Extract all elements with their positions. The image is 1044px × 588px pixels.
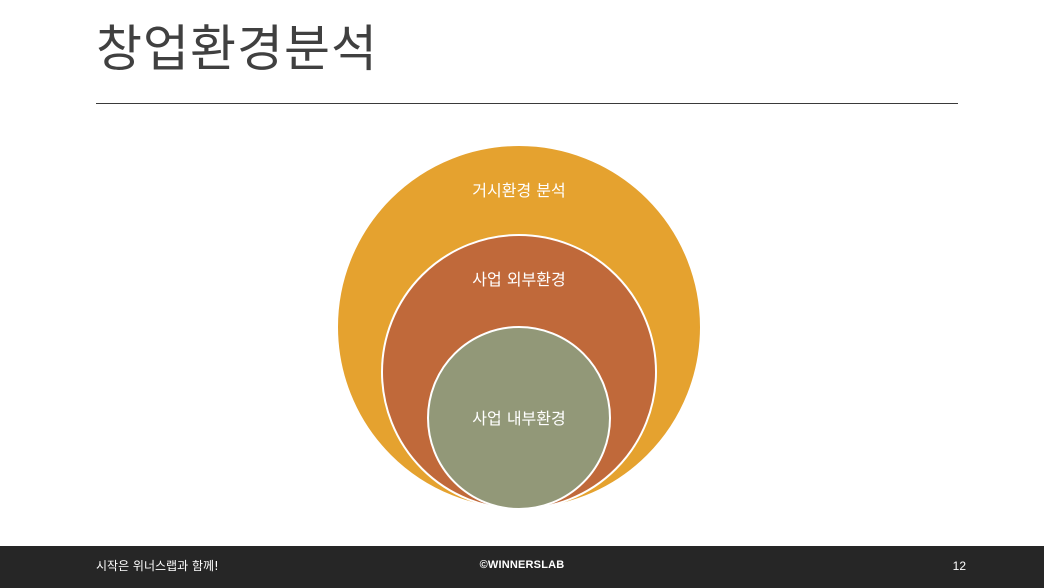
inner-circle-internal[interactable] xyxy=(427,326,611,510)
middle-circle-label: 사업 외부환경 xyxy=(472,270,565,289)
title-divider xyxy=(96,103,958,104)
footer-bar: 시작은 위너스랩과 함께! ©WINNERSLAB 12 xyxy=(0,546,1044,588)
footer-tagline: 시작은 위너스랩과 함께! xyxy=(96,559,219,573)
slide-title: 창업환경분석 xyxy=(96,20,378,78)
inner-circle-label: 사업 내부환경 xyxy=(472,409,565,428)
page-number: 12 xyxy=(952,559,966,573)
outer-circle-label: 거시환경 분석 xyxy=(472,181,565,200)
footer-brand: ©WINNERSLAB xyxy=(479,559,565,571)
